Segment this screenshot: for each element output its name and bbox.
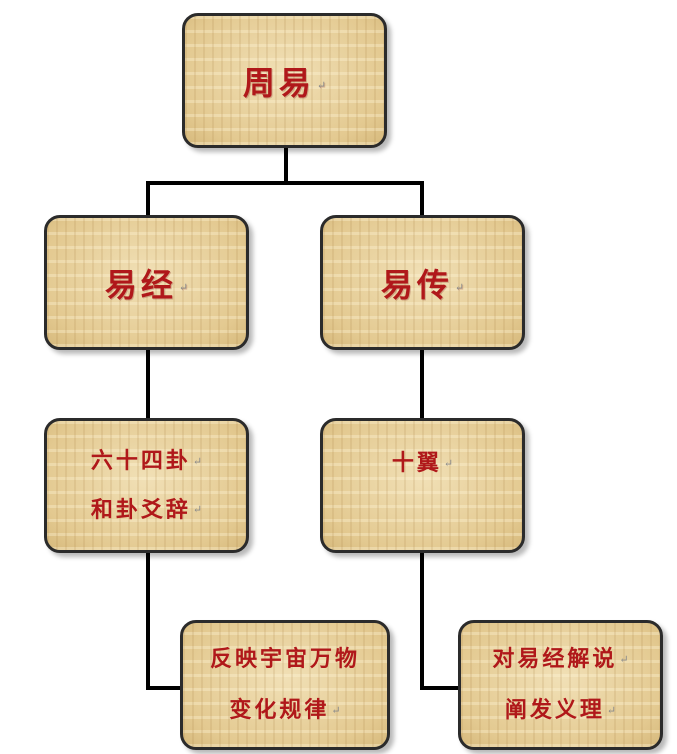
node-sixty-four-line1: 六十四卦 [90, 447, 191, 474]
paragraph-mark-icon: ↵ [316, 78, 327, 92]
node-duiyi: 对易经解说↵ 阐发义理↵ [458, 620, 663, 750]
node-duiyi-line1: 对易经解说 [492, 646, 618, 673]
node-duiyi-line2: 阐发义理 [504, 697, 605, 723]
node-sixty-four-line2: 和卦爻辞 [90, 496, 191, 523]
node-sixty-four-hexagrams: 六十四卦↵ 和卦爻辞↵ [44, 418, 249, 553]
paragraph-mark-icon: ↵ [443, 456, 454, 470]
node-zhouyi: 周易↵ [182, 13, 387, 148]
paragraph-mark-icon: ↵ [619, 653, 629, 667]
node-shiyi: 十翼↵ [320, 418, 525, 553]
node-yizhuan-title: 易传 [380, 265, 453, 304]
node-fanying-line1: 反映宇宙万物 [209, 646, 360, 673]
paragraph-mark-icon: ↵ [606, 703, 617, 717]
paragraph-mark-icon: ↵ [454, 280, 465, 294]
node-yizhuan: 易传↵ [320, 215, 525, 350]
node-zhouyi-title: 周易 [242, 63, 315, 102]
paragraph-mark-icon: ↵ [178, 280, 189, 294]
paragraph-mark-icon: ↵ [331, 703, 341, 717]
connector-shiyi-to-duiyi [420, 551, 460, 690]
paragraph-mark-icon: ↵ [192, 454, 203, 468]
connector-64-to-fanying [146, 551, 182, 690]
node-fanying: 反映宇宙万物 变化规律↵ [180, 620, 390, 750]
node-yijing-title: 易经 [104, 265, 177, 304]
node-shiyi-line1: 十翼 [391, 450, 442, 476]
node-yijing: 易经↵ [44, 215, 249, 350]
paragraph-mark-icon: ↵ [192, 503, 203, 517]
node-fanying-line2: 变化规律 [229, 697, 330, 723]
